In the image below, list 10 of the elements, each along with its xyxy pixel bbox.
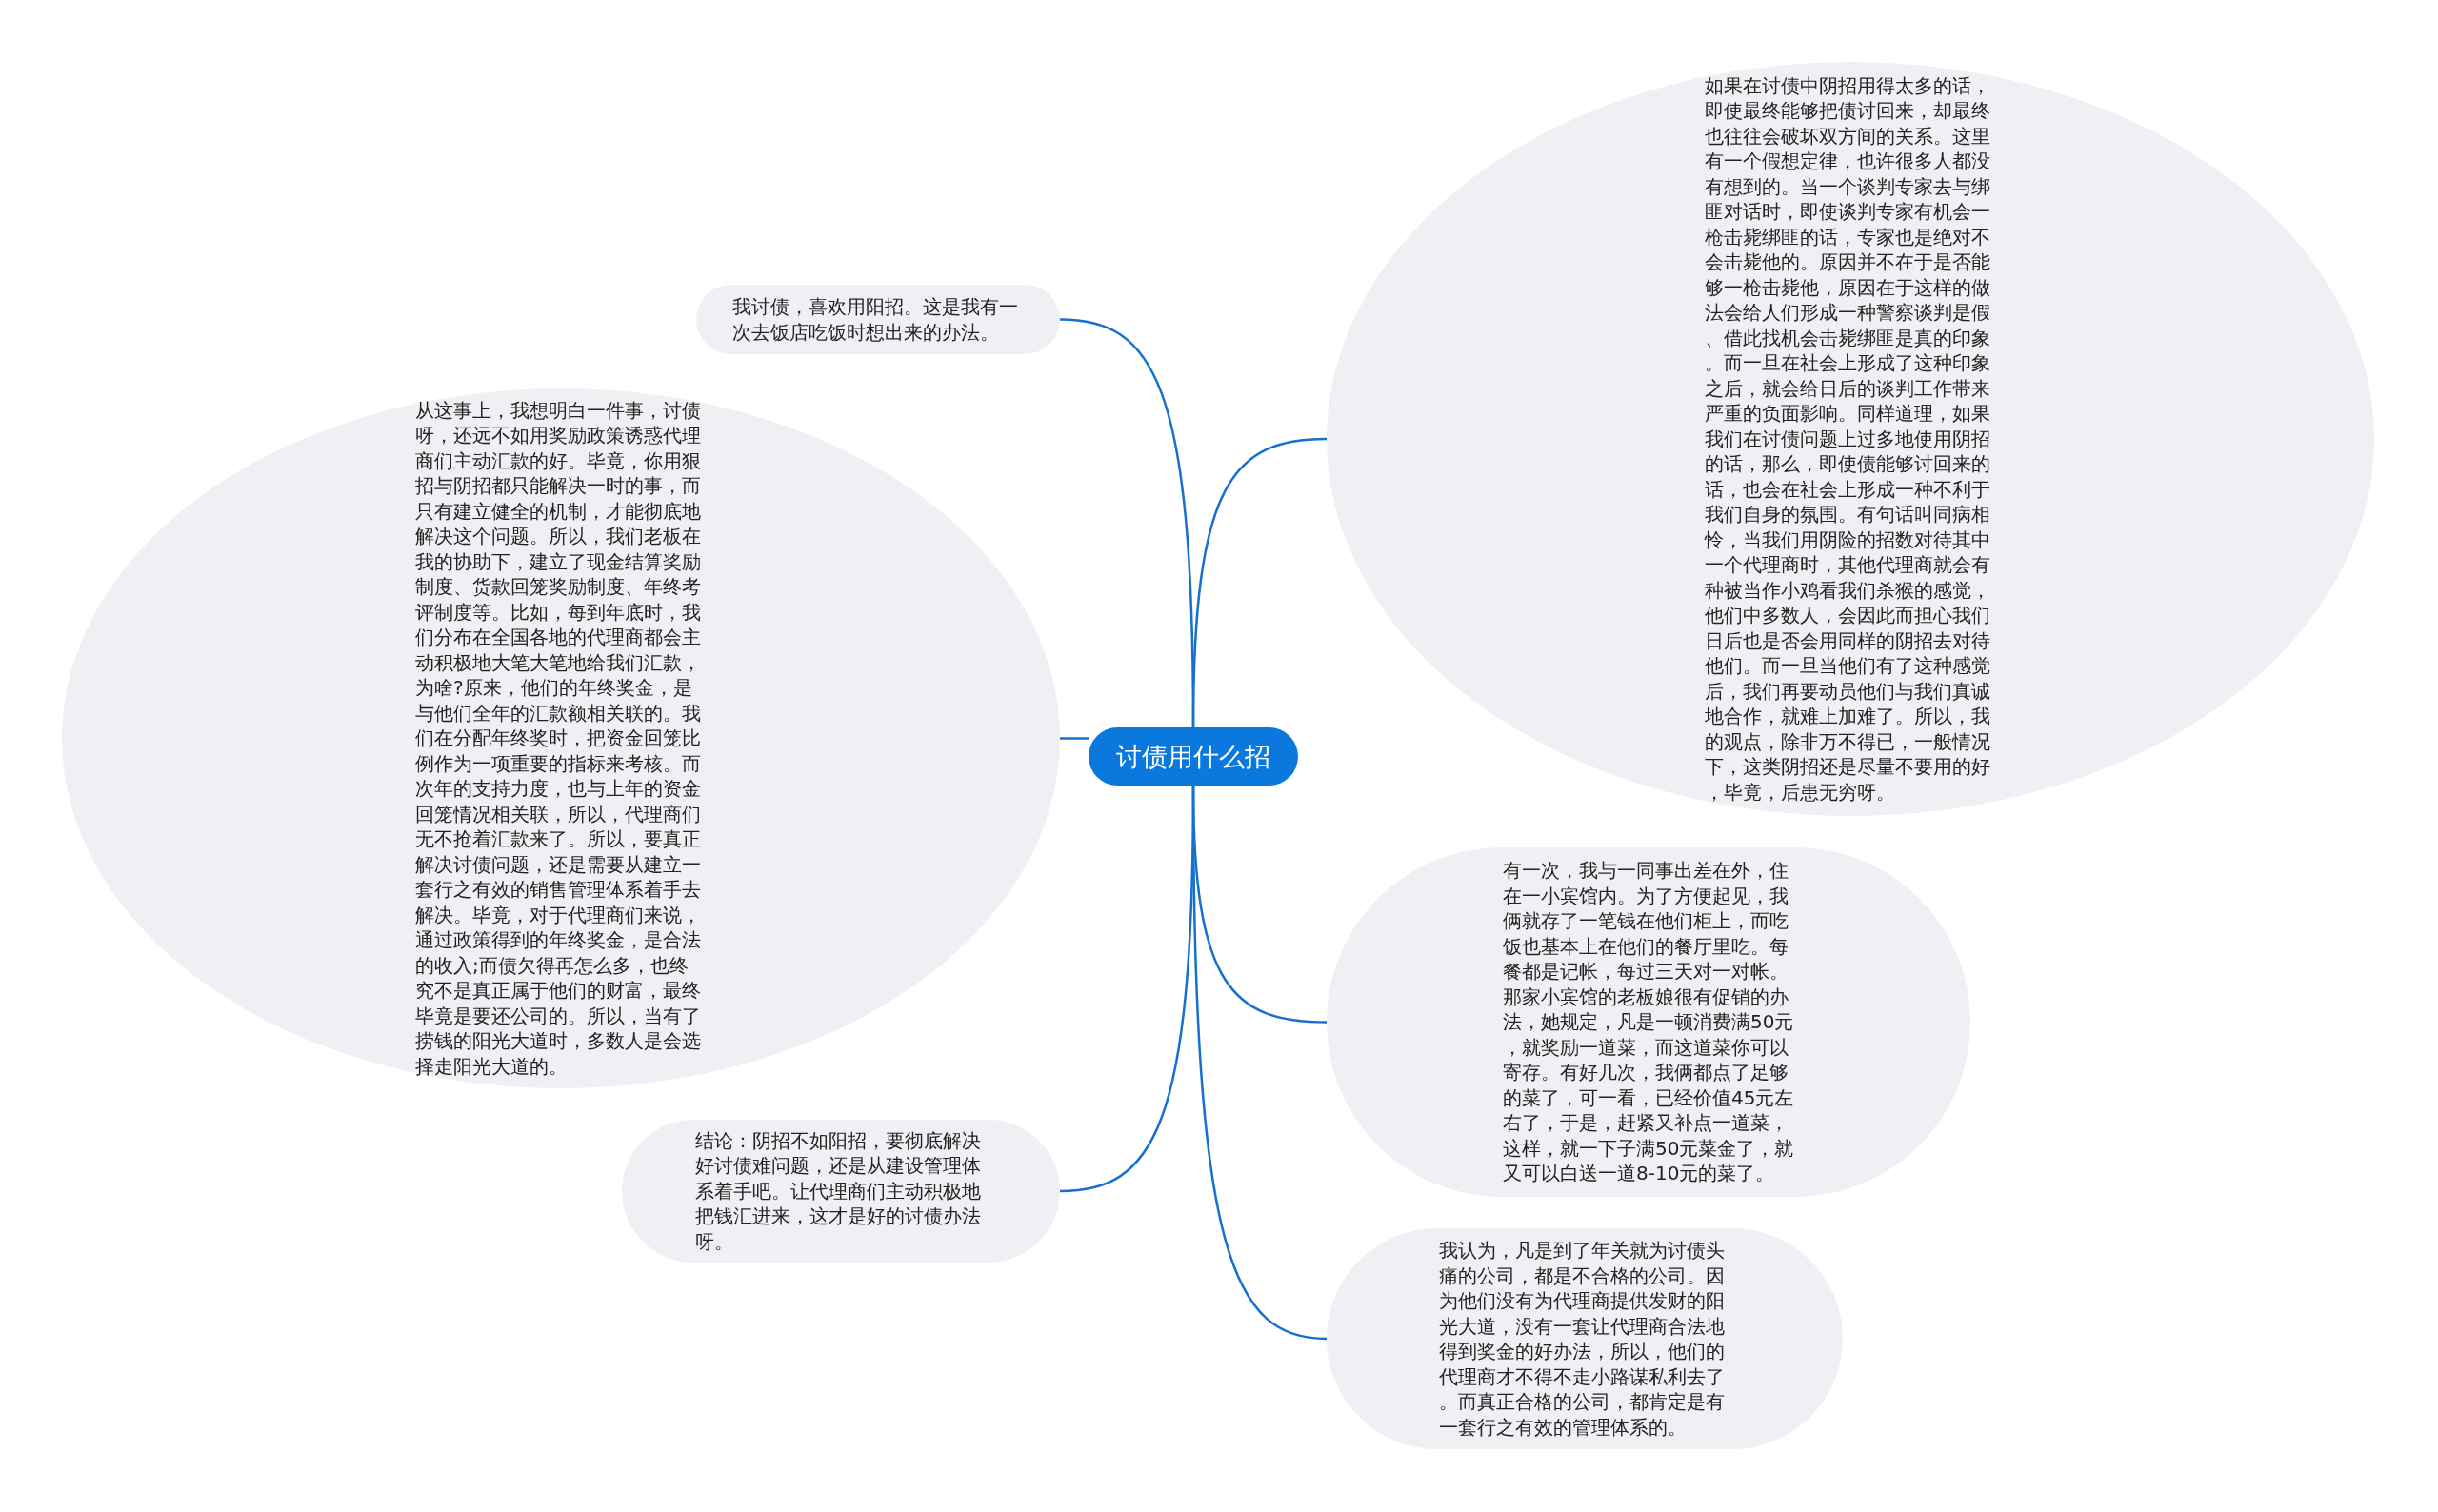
connector xyxy=(1191,437,1328,727)
connector xyxy=(1060,737,1089,740)
topic-bubble: 有一次，我与一同事出差在外，住在一小宾馆内。为了方便起见，我俩就存了一笔钱在他们柜上，而吃饭也基本上在他们的餐厅里吃。每餐都是记帐，每过三天对一对帐。那家小宾馆的老板娘很有促销的办法，她规定，凡是一顿消费满50元，就奖励一道菜，而这道菜你可以寄存。有好几次，我俩都点了足够的菜了，可一看，已经价值45元左右了，于是，赶紧又补点一道菜，这样，就一下子满50元菜金了，就又可以白送一道8-10元的菜了。 xyxy=(1327,847,1970,1197)
topic-bubble: 我讨债，喜欢用阳招。这是我有一次去饭店吃饭时想出来的办法。 xyxy=(696,285,1060,354)
central-topic: 讨债用什么招 xyxy=(1089,727,1298,786)
topic-bubble: 如果在讨债中阴招用得太多的话，即使最终能够把债讨回来，却最终也往往会破坏双方间的关系。这里有一个假想定律，也许很多人都没有想到的。当一个谈判专家去与绑匪对话时，即使谈判专家有机会一枪击毙绑匪的话，专家也是绝对不会击毙他的。原因并不在于是否能够一枪击毙他，原因在于这样的做法会给人们形成一种警察谈判是假、借此找机会击毙绑匪是真的印象。而一旦在社会上形成了这种印象之后，就会给日后的谈判工作带来严重的负面影响。同样道理，如果我们在讨债问题上过多地使用阴招的话，那么，即使债能够讨回来的话，也会在社会上形成一种不利于我们自身的氛围。有句话叫同病相怜，当我们用阴险的招数对待其中一个代理商时，其他代理商就会有种被当作小鸡看我们杀猴的感觉，他们中多数人，会因此而担心我们日后也是否会用同样的阴招去对待他们。而一旦当他们有了这种感觉后，我们再要动员他们与我们真诚地合作，就难上加难了。所以，我的观点，除非万不得已，一般情况下，这类阴招还是尽量不要用的好，毕竟，后患无穷呀。 xyxy=(1327,62,2374,816)
topic-bubble: 从这事上，我想明白一件事，讨债呀，还远不如用奖励政策诱惑代理商们主动汇款的好。毕竟，你用狠招与阴招都只能解决一时的事，而只有建立健全的机制，才能彻底地解决这个问题。所以，我们老板在我的协助下，建立了现金结算奖励制度、货款回笼奖励制度、年终考评制度等。比如，每到年底时，我们分布在全国各地的代理商都会主动积极地大笔大笔地给我们汇款，为啥?原来，他们的年终奖金，是与他们全年的汇款额相关联的。我们在分配年终奖时，把资金回笼比例作为一项重要的指标来考核。而次年的支持力度，也与上年的资金回笼情况相关联，所以，代理商们无不抢着汇款来了。所以，要真正解决讨债问题，还是需要从建立一套行之有效的销售管理体系着手去解决。毕竟，对于代理商们来说，通过政策得到的年终奖金，是合法的收入;而债欠得再怎么多，也终究不是真正属于他们的财富，最终毕竟是要还公司的。所以，当有了捞钱的阳光大道时，多数人是会选择走阳光大道的。 xyxy=(62,388,1060,1088)
connector xyxy=(1191,786,1328,1341)
topic-bubble: 结论：阴招不如阳招，要彻底解决好讨债难问题，还是从建设管理体系着手吧。让代理商们主动积极地把钱汇进来，这才是好的讨债办法呀。 xyxy=(622,1120,1060,1263)
topic-bubble: 我认为，凡是到了年关就为讨债头痛的公司，都是不合格的公司。因为他们没有为代理商提供发财的阳光大道，没有一套让代理商合法地得到奖金的好办法，所以，他们的代理商才不得不走小路谋私利去了。而真正合格的公司，都肯定是有一套行之有效的管理体系的。 xyxy=(1327,1228,1843,1449)
